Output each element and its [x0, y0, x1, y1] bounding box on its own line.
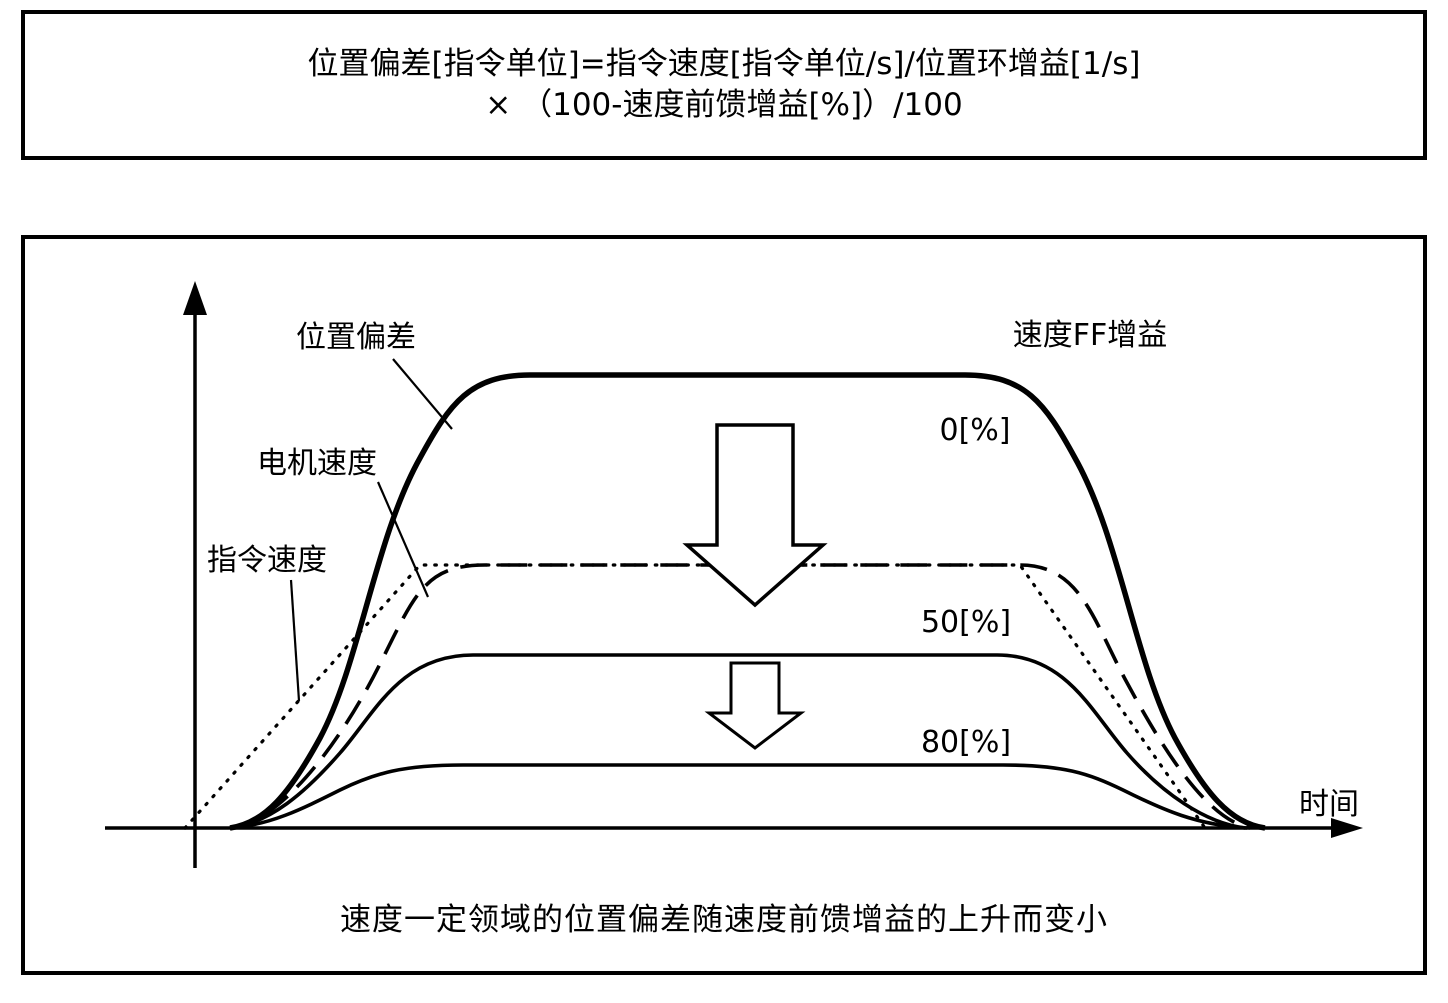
time-axis-label: 时间	[1299, 787, 1359, 822]
position-deviation-curve-ff50	[229, 653, 1246, 830]
y-axis-arrowhead	[183, 281, 207, 315]
position-deviation-curve-ff80	[229, 763, 1248, 830]
down-arrow-large-icon	[682, 423, 828, 608]
diagram-box: 位置偏差 电机速度 指令速度 速度FF增益 0[%] 50[%] 80[%] 时…	[21, 235, 1427, 975]
position-deviation-label: 位置偏差	[296, 320, 416, 355]
motor-speed-label: 电机速度	[257, 446, 377, 481]
gain-50-percent-label: 50[%]	[921, 605, 1011, 640]
motor-speed-leader-line	[376, 481, 430, 598]
position-deviation-leader-line	[392, 358, 453, 430]
diagram-caption: 速度一定领域的位置偏差随速度前馈增益的上升而变小	[340, 902, 1108, 938]
command-speed-label: 指令速度	[207, 543, 327, 578]
diagram-svg: 位置偏差 电机速度 指令速度 速度FF增益 0[%] 50[%] 80[%] 时…	[105, 281, 1363, 868]
formula-line-2: × （100-速度前馈增益[%]）/100	[485, 87, 963, 123]
ff-gain-label: 速度FF增益	[1013, 318, 1168, 353]
command-speed-leader-line	[289, 579, 301, 702]
formula-line-1: 位置偏差[指令单位]=指令速度[指令单位/s]/位置环增益[1/s]	[307, 46, 1141, 82]
position-deviation-curve-ff0	[229, 372, 1266, 831]
x-axis-arrowhead	[1331, 818, 1363, 838]
gain-0-percent-label: 0[%]	[939, 413, 1010, 448]
gain-80-percent-label: 80[%]	[921, 725, 1011, 760]
down-arrow-small-icon	[704, 661, 806, 750]
formula-box: 位置偏差[指令单位]=指令速度[指令单位/s]/位置环增益[1/s] × （10…	[21, 10, 1427, 160]
